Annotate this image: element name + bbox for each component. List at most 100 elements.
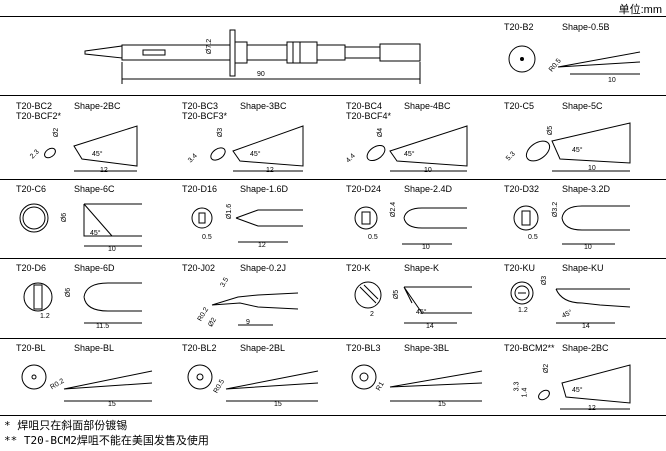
tip-code: T20-D16 — [182, 184, 218, 194]
dim: 1.2 — [40, 313, 50, 320]
tip-drawing — [366, 125, 468, 172]
dim: 3.3 — [513, 381, 521, 392]
dim: Ø6 — [61, 212, 69, 223]
dim: Ø5 — [393, 289, 401, 300]
tip-drawing — [513, 205, 630, 245]
tip-drawing — [508, 45, 641, 75]
tip-drawing — [211, 292, 299, 326]
footnotes: * 焊咀只在斜面部份镀锡 ** T20-BCM2焊咀不能在美国发售及使用 — [4, 418, 209, 448]
tip-cell-j02: T20-J02 Shape-0.2J 3.5 R0.2 Ø2 9 — [178, 263, 338, 335]
dim: 45° — [572, 387, 583, 394]
tip-cell-bl2: T20-BL2 Shape-2BL R0.5 15 — [178, 343, 338, 413]
tip-code: T20-BC2 T20-BCF2* — [16, 101, 62, 121]
dim: 9 — [246, 319, 250, 326]
dim: 10 — [584, 244, 592, 251]
dim: 0.5 — [528, 234, 538, 241]
tip-shape: Shape-4BC — [404, 101, 451, 111]
tip-cell-bc2: T20-BC2 T20-BCF2* Shape-2BC Ø2 2.3 45° 1… — [12, 101, 172, 177]
dim: 0.5 — [368, 234, 378, 241]
dim: Ø6 — [65, 287, 73, 298]
dim: 15 — [274, 401, 282, 408]
tip-drawing — [191, 207, 303, 243]
tip-code: T20-BL2 — [182, 343, 217, 353]
unit-label: 单位:mm — [618, 4, 662, 16]
tip-shape: Shape-KU — [562, 263, 604, 273]
tip-cell-k: T20-K Shape-K Ø5 2 45° 14 — [342, 263, 502, 335]
dim: 10 — [588, 165, 596, 172]
dim: Ø3 — [541, 275, 549, 286]
tip-shape: Shape-3BL — [404, 343, 450, 353]
tip-cell-d6: T20-D6 Shape-6D Ø6 1.2 11.5 — [12, 263, 172, 335]
tip-code: T20-D6 — [16, 263, 47, 273]
tip-cell-b2: T20-B2 Shape-0.5B R0.5 10 — [500, 22, 666, 92]
tip-code: T20-J02 — [182, 263, 216, 273]
dim: 1.2 — [518, 307, 528, 314]
dim: Ø3 — [217, 127, 225, 138]
dim: Ø1.6 — [226, 203, 234, 220]
row-rule — [0, 338, 666, 339]
tip-shape: Shape-6C — [74, 184, 115, 194]
tip-code: T20-D24 — [346, 184, 382, 194]
tip-drawing — [538, 364, 631, 410]
tip-code: T20-C6 — [16, 184, 47, 194]
tip-cell-bl: T20-BL Shape-BL R0.2 15 — [12, 343, 172, 413]
tip-shape: Shape-5C — [562, 101, 603, 111]
dim: 14 — [426, 323, 434, 330]
row-rule — [0, 258, 666, 259]
tip-drawing — [19, 203, 142, 247]
dim: 10 — [108, 246, 116, 253]
dim: 1.4 — [521, 387, 529, 398]
dim: Ø2 — [543, 363, 551, 374]
dim: 12 — [258, 242, 266, 249]
tip-cell-bcm2: T20-BCM2** Shape-2BC Ø2 3.3 1.4 45° 12 — [500, 343, 666, 413]
tip-code: T20-B2 — [504, 22, 534, 32]
dim: 14 — [582, 323, 590, 330]
dim: Ø5 — [547, 125, 555, 136]
tip-code: T20-BL — [16, 343, 46, 353]
footnote-1: * 焊咀只在斜面部份镀锡 — [4, 419, 128, 432]
tip-drawing — [210, 125, 304, 172]
tip-code: T20-BC3 T20-BCF3* — [182, 101, 228, 121]
tip-shape: Shape-1.6D — [240, 184, 289, 194]
tip-cell-bl3: T20-BL3 Shape-3BL R1 15 — [342, 343, 502, 413]
dim: 45° — [572, 147, 583, 154]
row-rule — [0, 179, 666, 180]
dim: Ø2 — [53, 127, 61, 138]
dim: Ø2.4 — [390, 201, 398, 218]
tip-cell-bc3: T20-BC3 T20-BCF3* Shape-3BC Ø3 3.4 45° 1… — [178, 101, 338, 177]
tip-code: T20-KU — [504, 263, 536, 273]
top-rule — [0, 16, 500, 17]
dim: 45° — [416, 309, 427, 316]
tip-shape: Shape-2BC — [562, 343, 609, 353]
main-tip-drawing — [84, 29, 421, 84]
tip-cell-c6: T20-C6 Shape-6C Ø6 45° 10 — [12, 184, 172, 256]
dim: 12 — [100, 167, 108, 174]
tip-shape: Shape-6D — [74, 263, 115, 273]
row-rule — [0, 95, 666, 96]
main-length-dim: 90 — [257, 71, 265, 78]
tip-code: T20-D32 — [504, 184, 540, 194]
dim: 12 — [588, 405, 596, 412]
tip-shape: Shape-BL — [74, 343, 115, 353]
tip-drawing — [23, 282, 142, 324]
tip-code: T20-C5 — [504, 101, 535, 111]
dim: 12 — [266, 167, 274, 174]
tip-shape: Shape-2BL — [240, 343, 286, 353]
tip-code: T20-BL3 — [346, 343, 381, 353]
dim: 45° — [404, 151, 415, 158]
tip-cell-d32: T20-D32 Shape-3.2D Ø3.2 0.5 10 — [500, 184, 666, 256]
tip-shape: Shape-0.2J — [240, 263, 287, 273]
dim: 45° — [250, 151, 261, 158]
dim: 10 — [424, 167, 432, 174]
tip-cell-d24: T20-D24 Shape-2.4D Ø2.4 0.5 10 — [342, 184, 502, 256]
tip-shape: Shape-3BC — [240, 101, 287, 111]
dim: Ø3.2 — [552, 201, 560, 218]
tip-shape: Shape-2BC — [74, 101, 121, 111]
tip-drawing — [187, 364, 319, 402]
dim: 2 — [370, 311, 374, 318]
tip-drawing — [44, 125, 138, 172]
tip-shape: Shape-K — [404, 263, 440, 273]
tip-cell-d16: T20-D16 Shape-1.6D Ø1.6 0.5 12 — [178, 184, 338, 256]
dim: 10 — [422, 244, 430, 251]
